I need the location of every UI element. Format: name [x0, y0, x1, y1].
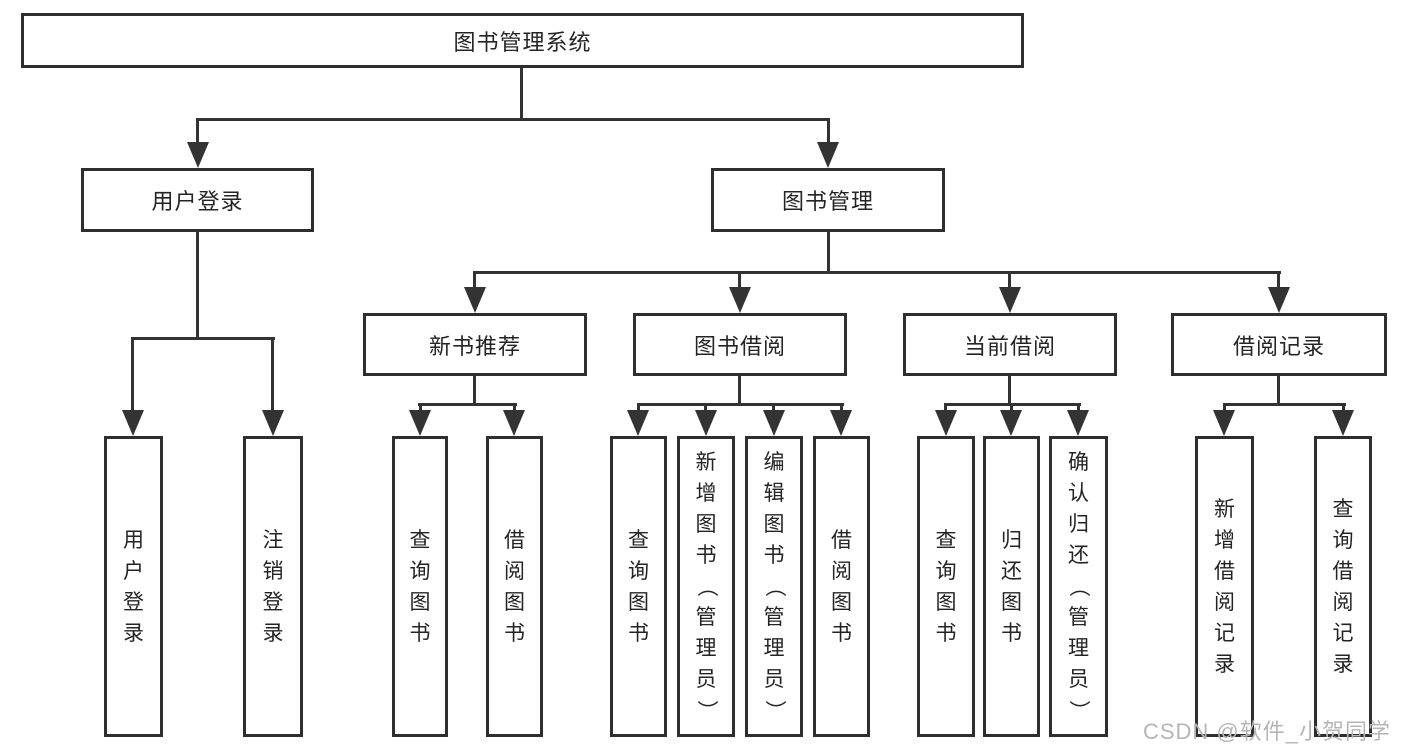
- connector-login-leaf-stem: [131, 337, 134, 415]
- node-book-borrowing: 图书借阅: [633, 313, 847, 376]
- leaf-logout-login: 注销登录: [243, 436, 303, 737]
- arrow-down-icon: [1000, 410, 1022, 436]
- leaf-add-books-admin: 新增图书（管理员）: [677, 436, 735, 737]
- connector-borrow-records-stem: [1277, 271, 1280, 289]
- connector-new-book-stem: [473, 271, 476, 289]
- csdn-watermark: CSDN @软件_小贺同学: [1142, 719, 1391, 744]
- connector-leaf-stem: [1010, 403, 1013, 415]
- connector-leaf-stem: [772, 403, 775, 415]
- leaf-user-login: 用户登录: [104, 436, 163, 737]
- connector-leaf-stem: [419, 403, 422, 415]
- connector-borrow-records-down: [1277, 375, 1280, 406]
- arrow-down-icon: [464, 287, 486, 313]
- leaf-add-borrow-record: 新增借阅记录: [1195, 436, 1254, 737]
- arrow-down-icon: [999, 287, 1021, 313]
- leaf-return-books: 归还图书: [983, 436, 1040, 737]
- arrow-down-icon: [627, 410, 649, 436]
- node-label: 新增借阅记录: [1214, 497, 1235, 676]
- connector-user-login-branch: [131, 337, 275, 340]
- node-label: 新增图书（管理员）: [694, 451, 718, 721]
- connector-borrow-records-branch: [1223, 403, 1346, 406]
- node-label: 借阅图书: [831, 528, 852, 645]
- connector-leaf-stem: [1223, 403, 1226, 415]
- leaf-borrow-books-borrowing: 借阅图书: [813, 436, 870, 737]
- arrow-down-icon: [1067, 410, 1089, 436]
- arrow-down-icon: [729, 287, 751, 313]
- node-label: 借阅记录: [1232, 333, 1325, 359]
- node-borrow-records: 借阅记录: [1171, 313, 1387, 376]
- arrow-down-icon: [409, 410, 431, 436]
- node-label: 查询借阅记录: [1332, 497, 1354, 676]
- node-label: 用户登录: [151, 189, 244, 214]
- node-user-login: 用户登录: [81, 168, 314, 232]
- connector-user-login-down: [196, 231, 199, 340]
- node-label: 查询图书: [409, 528, 431, 645]
- connector-leaf-stem: [1077, 403, 1080, 415]
- leaf-query-books-recommend: 查询图书: [392, 436, 448, 737]
- connector-leaf-stem: [1342, 403, 1345, 415]
- arrow-down-icon: [830, 410, 852, 436]
- connector-logout-leaf-stem: [271, 337, 274, 415]
- node-label: 借阅图书: [504, 528, 525, 645]
- node-label: 查询图书: [628, 528, 649, 645]
- node-label: 确认归还（管理员）: [1067, 451, 1090, 721]
- node-current-borrowing: 当前借阅: [903, 313, 1117, 376]
- node-label: 注销登录: [262, 528, 284, 645]
- arrow-down-icon: [1268, 287, 1290, 313]
- arrow-down-icon: [262, 410, 284, 436]
- connector-leaf-stem: [704, 403, 707, 415]
- connector-current-borrow-stem: [1008, 271, 1011, 289]
- connector-new-book-branch: [418, 403, 517, 406]
- node-label: 图书借阅: [693, 333, 786, 359]
- connector-new-book-down: [473, 375, 476, 406]
- connector-book-mgmt-stem: [827, 118, 830, 146]
- connector-level1-branch: [196, 118, 830, 121]
- node-new-book-recommend: 新书推荐: [363, 313, 587, 376]
- connector-book-borrow-branch: [637, 403, 844, 406]
- leaf-edit-books-admin: 编辑图书（管理员）: [745, 436, 803, 737]
- connector-user-login-stem: [196, 118, 199, 146]
- connector-book-borrow-down: [738, 375, 741, 406]
- leaf-query-books-current: 查询图书: [917, 436, 975, 737]
- node-label: 新书推荐: [428, 333, 521, 359]
- arrow-down-icon: [503, 410, 525, 436]
- arrow-down-icon: [817, 142, 839, 168]
- connector-leaf-stem: [840, 403, 843, 415]
- node-label: 当前借阅: [963, 333, 1056, 359]
- arrow-down-icon: [935, 410, 957, 436]
- connector-current-borrow-down: [1008, 375, 1011, 406]
- connector-leaf-stem: [513, 403, 516, 415]
- connector-book-mgmt-down: [827, 231, 830, 274]
- node-book-management: 图书管理: [711, 168, 945, 232]
- leaf-borrow-books-recommend: 借阅图书: [486, 436, 543, 737]
- arrow-down-icon: [1332, 410, 1354, 436]
- arrow-down-icon: [187, 142, 209, 168]
- connector-leaf-stem: [637, 403, 640, 415]
- leaf-query-borrow-record: 查询借阅记录: [1314, 436, 1372, 737]
- leaf-confirm-return-admin: 确认归还（管理员）: [1049, 436, 1108, 737]
- connector-book-borrow-stem: [738, 271, 741, 289]
- arrow-down-icon: [763, 410, 785, 436]
- leaf-query-books-borrowing: 查询图书: [610, 436, 667, 737]
- node-label: 图书管理系统: [453, 29, 592, 55]
- connector-root-stem: [520, 67, 523, 120]
- arrow-down-icon: [122, 410, 144, 436]
- arrow-down-icon: [1213, 410, 1235, 436]
- node-label: 图书管理: [781, 189, 874, 214]
- node-label: 用户登录: [123, 528, 144, 645]
- connector-leaf-stem: [944, 403, 947, 415]
- node-label: 归还图书: [1001, 528, 1022, 645]
- node-root: 图书管理系统: [21, 13, 1024, 68]
- node-label: 查询图书: [935, 528, 957, 645]
- connector-level2-branch: [473, 271, 1281, 274]
- node-label: 编辑图书（管理员）: [762, 451, 786, 721]
- arrow-down-icon: [695, 410, 717, 436]
